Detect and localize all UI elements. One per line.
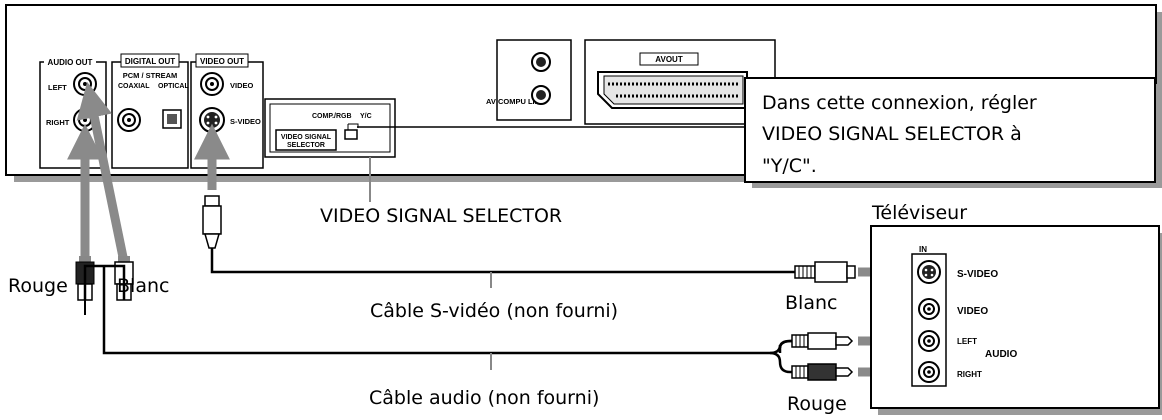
- audio-cable-caption: Câble audio (non fourni): [369, 387, 599, 409]
- scart-connector-icon[interactable]: [597, 71, 748, 109]
- avout-label: AVOUT: [655, 55, 683, 64]
- tv-svideo-jack-icon[interactable]: [917, 260, 941, 284]
- rca-plug-white-right-icon: [791, 332, 854, 350]
- coaxial-jack-icon[interactable]: [117, 108, 141, 132]
- callout-box: Dans cette connexion, régler VIDEO SIGNA…: [744, 77, 1162, 188]
- yc-label: Y/C: [360, 113, 372, 120]
- vss-label-line1: VIDEO SIGNAL: [281, 134, 332, 141]
- connection-arrows: [67, 81, 230, 263]
- video-out-group: VIDEO OUT VIDEO S-VIDEO: [190, 53, 264, 169]
- selector-caption: VIDEO SIGNAL SELECTOR: [320, 205, 562, 227]
- av-compu-link-group: AV COMPU LINK: [486, 39, 572, 121]
- svideo-jack-label: S-VIDEO: [230, 117, 261, 126]
- video-jack-icon[interactable]: [200, 72, 224, 96]
- digital-out-label: DIGITAL OUT: [125, 57, 175, 66]
- av-compu-link-label: AV COMPU LINK: [486, 97, 546, 106]
- audio-left-jack-icon[interactable]: [73, 72, 97, 96]
- svideo-plug-left-icon: [202, 195, 222, 249]
- video-out-label: VIDEO OUT: [200, 57, 244, 66]
- tv-in-label: IN: [919, 245, 927, 254]
- svideo-cable-caption: Câble S-vidéo (non fourni): [370, 300, 618, 322]
- tv-left-label: LEFT: [957, 337, 977, 346]
- rouge-left-label: Rouge: [8, 275, 68, 297]
- audio-cable: [102, 266, 770, 355]
- pcm-stream-label: PCM / STREAM: [123, 71, 178, 80]
- digital-out-group: DIGITAL OUT PCM / STREAM COAXIAL OPTICAL: [111, 53, 189, 169]
- optical-label: OPTICAL: [158, 83, 189, 90]
- vss-label-line2: SELECTOR: [287, 142, 325, 149]
- tv-video-label: VIDEO: [957, 306, 988, 317]
- tv-video-jack-icon[interactable]: [918, 298, 940, 320]
- callout-line3: "Y/C".: [762, 155, 817, 177]
- callout-line1: Dans cette connexion, régler: [762, 92, 1037, 114]
- svideo-cable: [210, 248, 810, 274]
- tv-right-label: RIGHT: [957, 370, 982, 379]
- video-jack-label: VIDEO: [230, 81, 254, 90]
- blanc-left-label: Blanc: [117, 275, 169, 297]
- svideo-jack-icon[interactable]: [199, 107, 225, 133]
- tv-audio-left-jack-icon[interactable]: [918, 330, 940, 352]
- audio-out-label: AUDIO OUT: [48, 58, 93, 67]
- coaxial-label: COAXIAL: [118, 83, 150, 90]
- rouge-right-label: Rouge: [787, 393, 847, 415]
- blanc-right-label: Blanc: [785, 292, 837, 314]
- tv-title: Téléviseur: [871, 202, 967, 224]
- compu-link-jack-icon[interactable]: [531, 52, 551, 72]
- tv-audio-right-jack-icon[interactable]: [918, 361, 940, 383]
- avout-group: AVOUT: [584, 39, 776, 125]
- tv-panel: IN S-VIDEO VIDEO LEFT AUDIO RIGHT: [870, 225, 1162, 415]
- svideo-plug-right-icon: [794, 261, 856, 283]
- video-signal-selector-box: COMP./RGB Y/C VIDEO SIGNAL SELECTOR: [264, 98, 396, 158]
- optical-jack-icon[interactable]: [162, 109, 182, 129]
- comp-rgb-label: COMP./RGB: [312, 113, 352, 120]
- audio-right-label: RIGHT: [46, 118, 70, 127]
- tv-svideo-label: S-VIDEO: [957, 269, 998, 280]
- callout-line2: VIDEO SIGNAL SELECTOR à: [762, 123, 1022, 145]
- rca-plug-red-right-icon: [791, 363, 854, 381]
- compu-link-jack-icon[interactable]: [531, 85, 551, 105]
- tv-audio-label: AUDIO: [985, 349, 1017, 360]
- audio-left-label: LEFT: [48, 83, 67, 92]
